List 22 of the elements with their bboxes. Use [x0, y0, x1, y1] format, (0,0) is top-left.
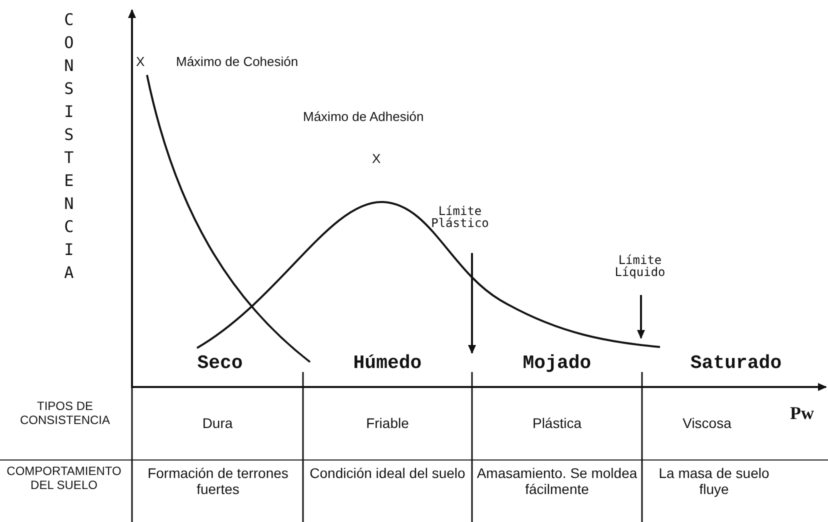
table-cell-text: Formación de terrones fuertes: [146, 465, 290, 498]
axis-title: CONSISTENCIA: [63, 9, 75, 284]
table-cell-text: Friable: [365, 415, 410, 432]
axis-label: Pw: [790, 403, 815, 424]
table-cell-text: La masa de suelo fluye: [658, 465, 770, 498]
row-header: COMPORTAMIENTO DEL SUELO: [6, 465, 122, 493]
point-marker: X: [372, 152, 382, 167]
table-cell-text: Dura: [201, 415, 234, 432]
zone-label: Saturado: [689, 353, 783, 375]
table-cell-text: Viscosa: [682, 415, 732, 432]
point-marker: X: [136, 55, 146, 70]
zone-label: Húmedo: [352, 353, 423, 375]
table-cell-text: Condición ideal del suelo: [308, 465, 466, 482]
annotation: Máximo de Cohesión: [176, 55, 300, 70]
row-header: TIPOS DE CONSISTENCIA: [18, 400, 111, 428]
table-cell-text: Plástica: [531, 415, 583, 432]
annotation: Límite Plástico: [430, 205, 490, 229]
annotation: Límite Líquido: [614, 254, 666, 278]
annotation: Máximo de Adhesión: [303, 110, 425, 125]
zone-label: Mojado: [522, 353, 592, 375]
table-cell-text: Amasamiento. Se moldea fácilmente: [476, 465, 638, 498]
zone-label: Seco: [196, 353, 244, 375]
